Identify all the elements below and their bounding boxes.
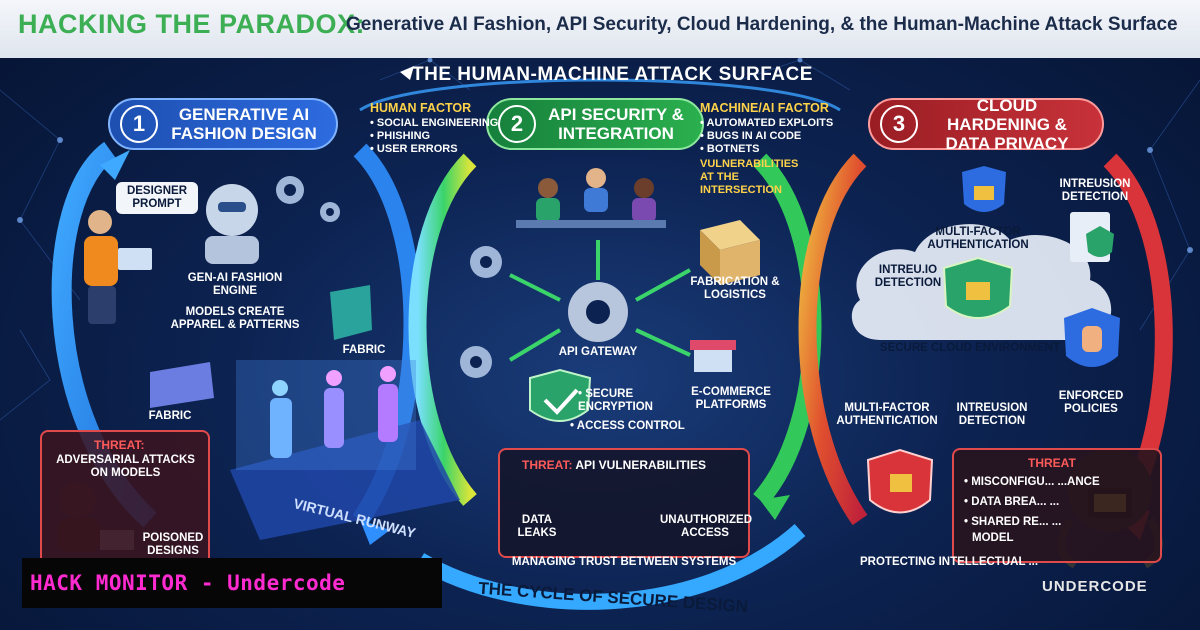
secure-encryption-label: • SECURE ENCRYPTION	[578, 388, 653, 413]
threat2-heading: THREAT: API VULNERABILITIES	[522, 458, 706, 472]
page-title: HACKING THE PARADOX:	[18, 9, 365, 39]
page-subtitle: Generative AI Fashion, API Security, Clo…	[346, 14, 1178, 35]
threat3-item: • MISCONFIGU... ...ANCE	[964, 476, 1100, 488]
human-factor-heading: HUMAN FACTOR	[370, 101, 472, 115]
threat3-box: THREAT • MISCONFIGU... ...ANCE • DATA BR…	[952, 448, 1162, 563]
designer-figure-icon	[84, 210, 152, 324]
intrusion-bottom-label: INTREUSION DETECTION	[956, 402, 1028, 427]
threat3-label: THREAT	[1028, 456, 1076, 470]
fabric-left-label: FABRIC	[148, 410, 192, 422]
cycle-arc-red	[798, 153, 868, 526]
section3-number: 3	[880, 105, 918, 143]
attack-surface-title: THE HUMAN-MACHINE ATTACK SURFACE	[412, 64, 813, 85]
threat3-item: MODEL	[972, 532, 1014, 544]
section2-header: 2 API SECURITY & INTEGRATION	[486, 98, 704, 150]
hand-shield-icon	[1064, 308, 1120, 367]
section1-title: GENERATIVE AI FASHION DESIGN	[171, 105, 317, 143]
section1-number: 1	[120, 105, 158, 143]
models-label: MODELS CREATE APPAREL & PATTERNS	[170, 306, 300, 331]
robot-icon	[205, 184, 259, 264]
section2-title: API SECURITY & INTEGRATION	[548, 105, 684, 143]
shop-icon	[690, 340, 736, 372]
human-factor-item: • SOCIAL ENGINEERING	[370, 117, 499, 129]
mfa-bottom-label: MULTI-FACTOR AUTHENTICATION	[836, 402, 938, 427]
threat1-box: THREAT: ADVERSARIAL ATTACKS ON MODELS PO…	[40, 430, 210, 570]
intrusion-detection-top-label: INTREUSION DETECTION	[1059, 178, 1131, 203]
human-factor-item: • USER ERRORS	[370, 143, 458, 155]
machine-factor: MACHINE/AI FACTOR • AUTOMATED EXPLOITS •…	[700, 102, 833, 197]
fabrication-label: FABRICATION & LOGISTICS	[690, 276, 780, 301]
ecommerce-label: E-COMMERCE PLATFORMS	[691, 386, 771, 411]
designer-prompt-label: DESIGNER PROMPT	[116, 182, 198, 214]
hack-monitor-banner: HACK MONITOR - Undercode	[22, 558, 442, 608]
cycle-arc-bottom	[415, 524, 806, 610]
human-factor-item: • PHISHING	[370, 130, 431, 142]
cycle-arc-green	[408, 153, 477, 506]
team-figures-icon	[516, 168, 666, 228]
data-leaks-label: DATA LEAKS	[517, 514, 557, 539]
machine-factor-item: • AUTOMATED EXPLOITS	[700, 117, 834, 129]
human-factor: HUMAN FACTOR • SOCIAL ENGINEERING • PHIS…	[370, 102, 498, 156]
package-icon	[700, 220, 760, 285]
threat3-item: • SHARED RE... ...	[964, 516, 1062, 528]
lock-shield-icon	[866, 166, 1014, 514]
poisoned-label: POISONED DESIGNS	[142, 532, 204, 557]
threat3-item: • DATA BREA... ...	[964, 496, 1060, 508]
machine-factor-item: • BOTNETS	[700, 143, 760, 155]
document-check-icon	[1070, 212, 1114, 262]
intrusion-cloud-label: INTREU.IO DETECTION	[874, 264, 942, 289]
undercode-logo-text: UNDERCODE	[1042, 578, 1148, 595]
mfa-top-label: MULTI-FACTOR AUTHENTICATION	[927, 226, 1029, 251]
machine-factor-heading: MACHINE/AI FACTOR	[700, 101, 829, 115]
runway-stage	[230, 360, 460, 540]
title-bar: HACKING THE PARADOX: Generative AI Fashi…	[0, 0, 1200, 58]
section3-header: 3 CLOUD HARDENING & DATA PRIVACY	[868, 95, 1104, 153]
threat1-label: THREAT:	[94, 438, 145, 452]
section1-header: 1 GENERATIVE AI FASHION DESIGN	[108, 98, 338, 150]
small-gears-icon	[460, 246, 502, 378]
threat2-text: API VULNERABILITIES	[575, 458, 707, 472]
unauthorized-label: UNAUTHORIZED ACCESS	[660, 514, 752, 539]
protecting-label: PROTECTING INTELLECTUAL ...	[860, 556, 1039, 568]
threat1-text: ADVERSARIAL ATTACKS ON MODELS	[56, 454, 195, 479]
intersection-label: VULNERABILITIES AT THE INTERSECTION	[700, 158, 799, 196]
hack-monitor-text: HACK MONITOR - Undercode	[30, 571, 346, 595]
trust-label: MANAGING TRUST BETWEEN SYSTEMS	[511, 556, 737, 568]
machine-factor-item: • BUGS IN AI CODE	[700, 130, 802, 142]
secure-cloud-label: SECURE CLOUD ENVIRONMENT	[879, 342, 1061, 354]
engine-label: GEN-AI FASHION ENGINE	[187, 272, 283, 297]
shield-check-icon	[529, 368, 592, 422]
threat2-label: THREAT:	[522, 458, 573, 472]
api-gateway-label: API GATEWAY	[558, 346, 638, 358]
section2-number: 2	[498, 105, 536, 143]
fabric-right-label: FABRIC	[342, 344, 386, 356]
section3-title: CLOUD HARDENING & DATA PRIVACY	[945, 95, 1069, 153]
fabric-icon	[150, 285, 372, 408]
enforced-label: ENFORCED POLICIES	[1058, 390, 1124, 415]
gear-icon	[276, 176, 340, 222]
threat2-box: THREAT: API VULNERABILITIES DATA LEAKS U…	[498, 448, 752, 568]
access-control-label: • ACCESS CONTROL	[570, 420, 685, 432]
api-gateway-gear-icon	[568, 282, 628, 342]
